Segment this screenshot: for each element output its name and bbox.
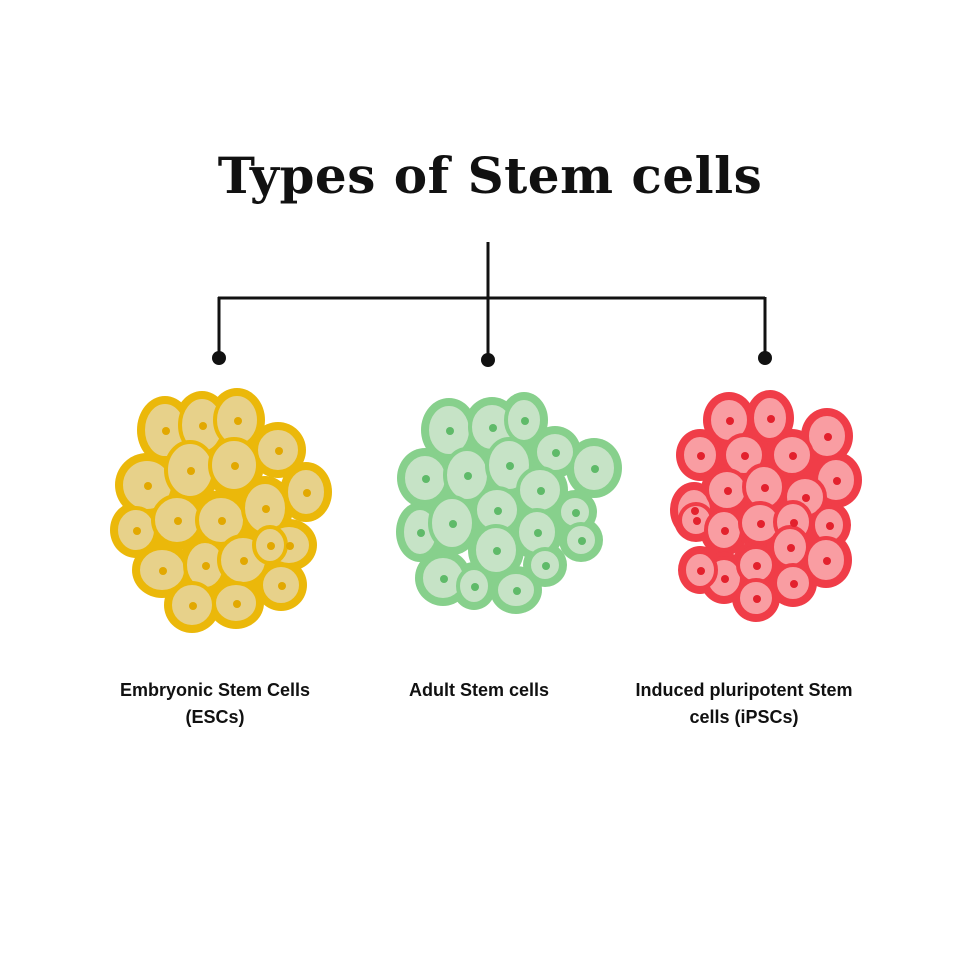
cell-nucleus (199, 422, 207, 430)
cell-nucleus (757, 520, 765, 528)
cell-nucleus (753, 595, 761, 603)
cell-nucleus (537, 487, 545, 495)
cell-nucleus (824, 433, 832, 441)
cell-nucleus (275, 447, 283, 455)
cell-nucleus (697, 567, 705, 575)
left-node-dot (212, 351, 226, 365)
cell-nucleus (542, 562, 550, 570)
cell-nucleus (240, 557, 248, 565)
cell-nucleus (761, 484, 769, 492)
cell-nucleus (218, 517, 226, 525)
cell-nucleus (489, 424, 497, 432)
cell-nucleus (233, 600, 241, 608)
cell-nucleus (721, 575, 729, 583)
cell-nucleus (422, 475, 430, 483)
diagram-title: Types of Stem cells (217, 146, 763, 205)
cell-nucleus (303, 489, 311, 497)
cell-nucleus (578, 537, 586, 545)
adult-label-line1: Adult Stem cells (408, 680, 550, 700)
cell-nucleus (790, 519, 798, 527)
cell-nucleus (513, 587, 521, 595)
esc-label-line1: Embryonic Stem Cells (119, 680, 311, 700)
cell-nucleus (726, 417, 734, 425)
cell-nucleus (267, 542, 275, 550)
cell-nucleus (691, 507, 699, 515)
cell-nucleus (833, 477, 841, 485)
cell-nucleus (697, 452, 705, 460)
cell-nucleus (278, 582, 286, 590)
adult-label: Adult Stem cells (349, 677, 609, 704)
cell-nucleus (417, 529, 425, 537)
cell-nucleus (790, 580, 798, 588)
cell-nucleus (826, 522, 834, 530)
cell-nucleus (262, 505, 270, 513)
ipsc-label: Induced pluripotent Stem cells (iPSCs) (614, 677, 874, 731)
cell-nucleus (721, 527, 729, 535)
cell-nucleus (162, 427, 170, 435)
cell-nucleus (572, 509, 580, 517)
cell-nucleus (449, 520, 457, 528)
cell-nucleus (802, 494, 810, 502)
cell-nucleus (234, 417, 242, 425)
cell-nucleus (187, 467, 195, 475)
cell-nucleus (741, 452, 749, 460)
cell-nucleus (506, 462, 514, 470)
cell-nucleus (724, 487, 732, 495)
cell-nucleus (189, 602, 197, 610)
right-node-dot (758, 351, 772, 365)
cell-nucleus (521, 417, 529, 425)
esc-label: Embryonic Stem Cells (ESCs) (85, 677, 345, 731)
cell-nucleus (446, 427, 454, 435)
cell-nucleus (767, 415, 775, 423)
cell-nucleus (174, 517, 182, 525)
cell-nucleus (493, 547, 501, 555)
ipsc-cell-cluster (670, 390, 862, 622)
cell-nucleus (464, 472, 472, 480)
cell-nucleus (133, 527, 141, 535)
adult-cell-cluster (396, 392, 622, 614)
cell-nucleus (471, 583, 479, 591)
cell-nucleus (231, 462, 239, 470)
ipsc-label-line1: Induced pluripotent Stem (635, 680, 853, 700)
cell-nucleus (286, 542, 294, 550)
cell-nucleus (144, 482, 152, 490)
cell-nucleus (693, 517, 701, 525)
cell-nucleus (494, 507, 502, 515)
ipsc-label-line2: cells (iPSCs) (689, 707, 799, 727)
cell-nucleus (789, 452, 797, 460)
cell-nucleus (753, 562, 761, 570)
esc-cell-cluster (110, 388, 332, 633)
cell-nucleus (202, 562, 210, 570)
cell-nucleus (591, 465, 599, 473)
esc-label-line2: (ESCs) (185, 707, 245, 727)
cell-nucleus (440, 575, 448, 583)
center-node-dot (481, 353, 495, 367)
cell-nucleus (534, 529, 542, 537)
cell-nucleus (159, 567, 167, 575)
cell-nucleus (823, 557, 831, 565)
cell-nucleus (552, 449, 560, 457)
cell-nucleus (787, 544, 795, 552)
